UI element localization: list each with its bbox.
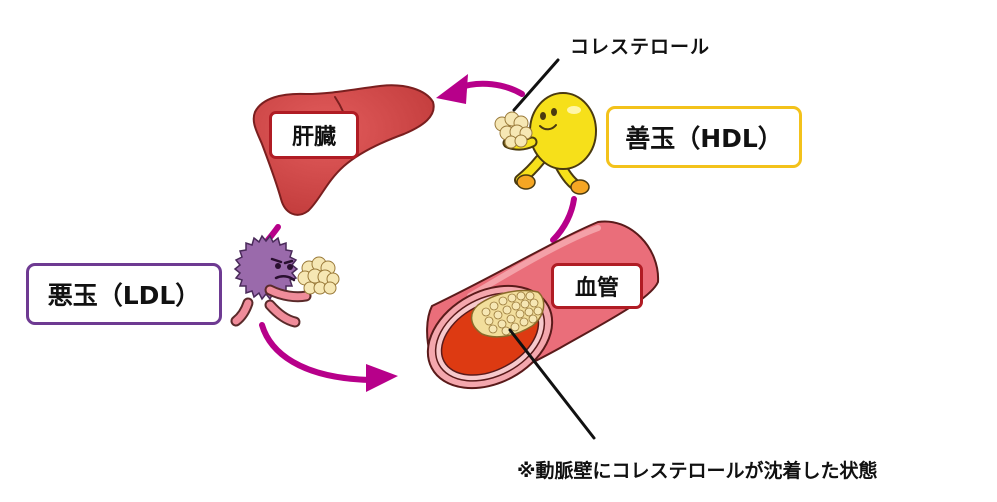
ldl-arm-fill [266,286,310,301]
hdl-face [539,108,557,131]
vessel-highlight [467,225,601,299]
hdl-foot-right [570,179,590,195]
deposit-annotation: ※動脈壁にコレステロールが沈着した状態 [517,460,878,482]
hdl-body [529,92,597,170]
ldl-body [233,234,299,301]
blood-vessel-label: 血管 [551,263,643,309]
deposit-globules [481,291,543,336]
liver-label: 肝臓 [269,111,359,159]
hdl-foot-left [516,174,536,190]
hdl-label: 善玉（HDL） [606,106,802,168]
ldl-leg-left-fill [232,299,252,325]
arrowheads [366,74,468,392]
cholesterol-annotation: コレステロール [570,36,711,58]
hdl-character [494,92,597,195]
arrowhead-to-vessel [366,364,398,392]
ldl-face [270,257,296,282]
arrow-ldl-to-vessel [259,322,373,383]
arrow-vessel-to-hdl [550,196,577,243]
hdl-cholesterol-ball [494,111,533,149]
ldl-character [230,234,340,328]
hdl-shine [567,106,581,114]
arrow-hdl-to-liver [455,80,525,97]
ldl-cholesterol-ball [297,256,340,295]
ldl-leg-right-fill [266,301,299,326]
blood-vessel-illustration [426,220,660,390]
leader-line-cholesterol [512,58,560,112]
ldl-label: 悪玉（LDL） [26,263,222,325]
arrowhead-to-liver [436,74,468,104]
leader-line-deposit [508,328,596,440]
